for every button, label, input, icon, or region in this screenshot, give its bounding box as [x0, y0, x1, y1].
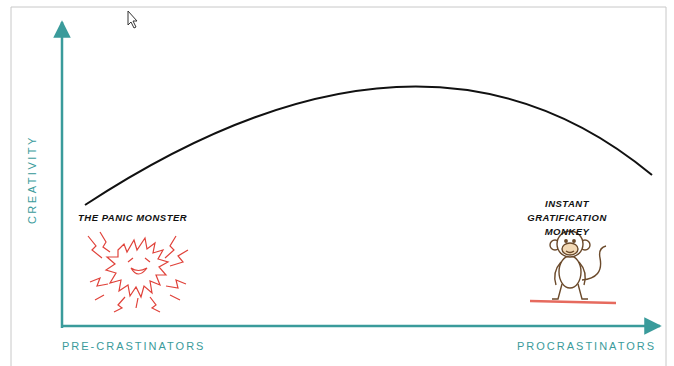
axis-end-label: PRE-CRASTINATORS — [62, 340, 282, 353]
axis-title: CREATIVITY — [26, 135, 39, 225]
mouse-cursor — [128, 11, 137, 28]
frame-border — [11, 7, 666, 366]
x-axis — [61, 325, 660, 328]
illustration-caption: INSTANT GRATIFICATION MONKEY — [522, 197, 612, 238]
illustration-caption: THE PANIC MONSTER — [78, 212, 228, 223]
y-axis — [61, 22, 64, 328]
creativity-curve — [85, 86, 652, 205]
panic-monster-illustration — [88, 232, 188, 312]
axis-end-label: PROCRASTINATORS — [430, 340, 656, 353]
monkey-illustration — [530, 231, 616, 303]
